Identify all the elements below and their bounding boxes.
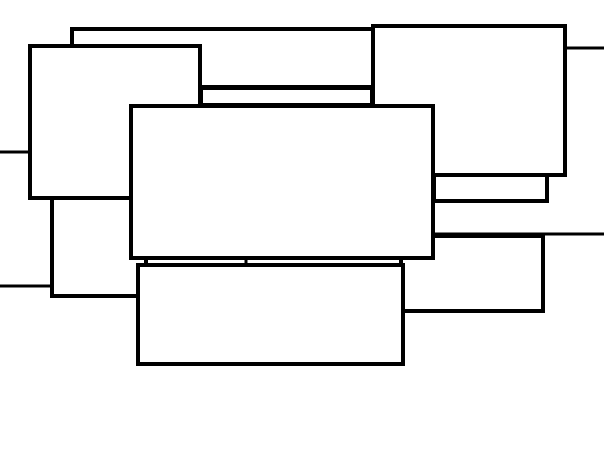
rectangle-center-lower [136,263,405,366]
rectangle-middle-strip [199,86,374,107]
rectangle-center-main [129,104,435,260]
rectangle-right-strip [432,172,549,203]
